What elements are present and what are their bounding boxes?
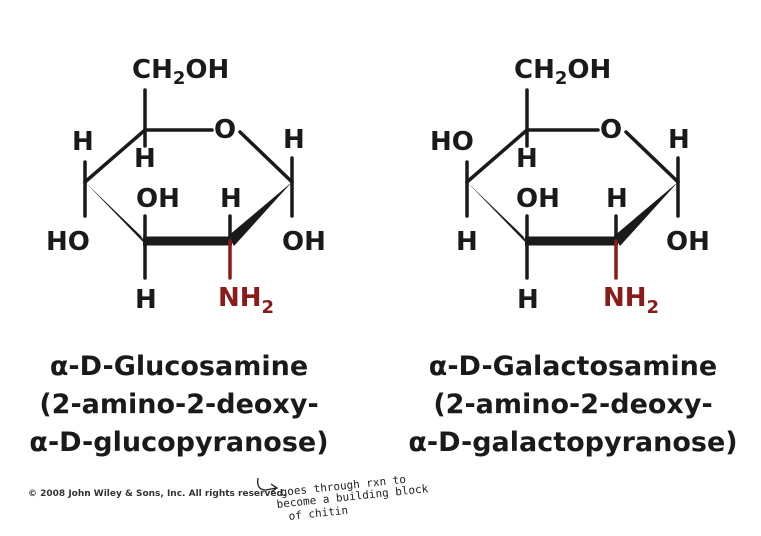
handwritten-arrow-icon (257, 477, 277, 491)
galactosamine-name-line-3: α-D-galactopyranose) (408, 427, 738, 458)
copyright-notice: © 2008 John Wiley & Sons, Inc. All right… (28, 489, 287, 499)
glucosamine-ring-oxygen: O (214, 115, 236, 145)
galactosamine-amine-label: NH2 (603, 283, 659, 318)
glucosamine-c2-h-label: H (220, 184, 242, 214)
glucosamine-c1-up-label: H (283, 125, 305, 155)
glucosamine-c4-down-label: HO (46, 227, 90, 257)
glucosamine-o-c1-bond (238, 130, 294, 184)
galactosamine-name: α-D-Galactosamine (2-amino-2-deoxy- α-D-… (398, 353, 748, 456)
glucosamine-c5-h-label: H (134, 144, 156, 174)
galactosamine-c5-h-label: H (516, 144, 538, 174)
glucosamine-structure: CH2OH O H HO H OH H H NH2 H OH (46, 55, 326, 318)
galactosamine-c1-up-label: H (668, 125, 690, 155)
glucosamine-c2-c1-wedge (228, 182, 292, 246)
galactosamine-ch2oh-label: CH2OH (514, 55, 611, 89)
glucosamine-c4-up-label: H (72, 127, 94, 157)
galactosamine-c3-h-label: H (517, 285, 539, 315)
galactosamine-structure: CH2OH O HO H H OH H H NH2 H OH (430, 55, 710, 318)
glucosamine-c3-h-label: H (135, 285, 157, 315)
glucosamine-c3-oh-label: OH (136, 184, 180, 214)
galactosamine-ring-oxygen: O (600, 115, 622, 145)
galactosamine-c2-c1-wedge (614, 182, 678, 246)
glucosamine-name-line-2: (2-amino-2-deoxy- (39, 389, 319, 420)
arrow-head-icon (270, 483, 279, 493)
glucosamine-name: α-D-Glucosamine (2-amino-2-deoxy- α-D-gl… (14, 353, 344, 456)
galactosamine-c4-up-label: HO (430, 127, 474, 157)
glucosamine-c1-down-label: OH (282, 227, 326, 257)
galactosamine-c4-c3-wedge (467, 182, 529, 246)
glucosamine-c5-c4-bond (83, 128, 147, 184)
galactosamine-o-c1-bond (624, 130, 680, 184)
glucosamine-name-line-3: α-D-glucopyranose) (29, 427, 329, 458)
glucosamine-amine-label: NH2 (218, 283, 274, 318)
glucosamine-name-line-1: α-D-Glucosamine (49, 351, 309, 382)
glucosamine-c4-c3-wedge (85, 182, 147, 246)
galactosamine-c3-oh-label: OH (516, 184, 560, 214)
galactosamine-c2-h-label: H (606, 184, 628, 214)
galactosamine-name-line-2: (2-amino-2-deoxy- (433, 389, 713, 420)
glucosamine-ch2oh-label: CH2OH (132, 55, 229, 89)
galactosamine-c1-down-label: OH (666, 227, 710, 257)
galactosamine-c5-c4-bond (465, 128, 529, 184)
galactosamine-c4-down-label: H (456, 227, 478, 257)
galactosamine-name-line-1: α-D-Galactosamine (428, 351, 718, 382)
